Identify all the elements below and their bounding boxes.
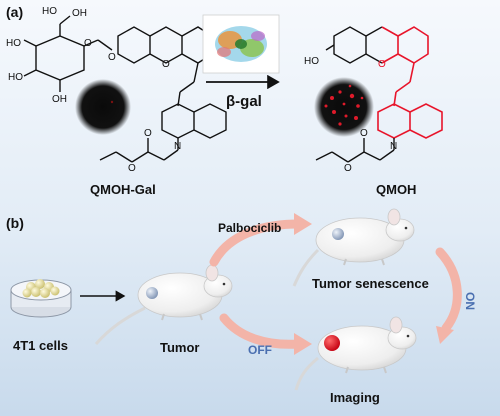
cell-cluster	[22, 279, 60, 298]
glycosidic-oxygen: O	[108, 52, 116, 63]
imaging-red-tumor	[324, 335, 340, 351]
panel-b-label: (b)	[6, 215, 24, 231]
senescence-mouse	[292, 208, 415, 287]
enzyme-structure-image	[202, 14, 280, 74]
off-arrow	[219, 313, 303, 349]
sugar-ho-left: HO	[6, 38, 21, 49]
imaging-label: Imaging	[330, 390, 380, 405]
off-arrow-head	[294, 333, 312, 355]
sugar-oh-top-left: HO	[42, 6, 57, 17]
probe-carbonyl-oxygen: O	[144, 128, 152, 139]
faint-signal-dot	[110, 100, 114, 104]
cell-image-bright	[314, 77, 374, 137]
product-hydroxyl: HO	[304, 56, 319, 67]
cell-image-dark	[75, 79, 131, 135]
drug-label: Palbociclib	[218, 221, 281, 235]
sugar-ring-oxygen: O	[84, 38, 92, 49]
off-label: OFF	[248, 343, 272, 357]
sugar-oh-top: OH	[72, 8, 87, 19]
product-ester-oxygen: O	[344, 163, 352, 174]
galactose-moiety	[23, 15, 113, 92]
product-name: QMOH	[376, 182, 416, 197]
product-xanthene-oxygen: O	[378, 59, 386, 70]
probe-xanthene-oxygen: O	[162, 59, 170, 70]
tumor-mouse	[94, 264, 233, 345]
product-carbonyl-oxygen: O	[360, 128, 368, 139]
senescence-label: Tumor senescence	[312, 276, 429, 291]
product-scaffold-red	[377, 26, 443, 139]
imaging-mouse	[294, 316, 417, 391]
tumor-label: Tumor	[160, 340, 199, 355]
on-arrow-head	[436, 326, 454, 344]
product-ester-chain	[315, 138, 395, 163]
product-scaffold-black	[325, 26, 383, 64]
on-arrow	[435, 247, 462, 333]
panel-a-label: (a)	[6, 4, 23, 20]
on-label: ON	[463, 292, 477, 310]
sugar-ho-bottom: HO	[8, 72, 23, 83]
cells-label: 4T1 cells	[13, 338, 68, 353]
red-fluorescence-dots	[324, 84, 364, 126]
palbociclib-arrow-head	[294, 213, 312, 235]
sugar-oh-bottom: OH	[52, 94, 67, 105]
probe-quinoline-nitrogen: N	[174, 141, 181, 152]
probe-ester-oxygen: O	[128, 163, 136, 174]
enzyme-label: β-gal	[226, 93, 262, 110]
palbociclib-arrow	[209, 219, 303, 267]
product-quinoline-nitrogen: N	[390, 141, 397, 152]
probe-name: QMOH-Gal	[90, 182, 156, 197]
